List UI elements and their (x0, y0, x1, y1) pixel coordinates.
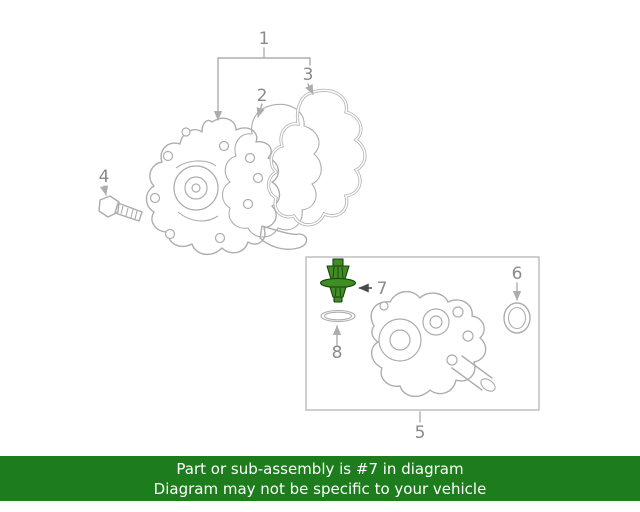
pump-bolt-hole (149, 192, 161, 204)
outer-gasket-drawing (266, 88, 367, 227)
gasket-2-outline (221, 103, 322, 238)
sub-assembly-box (305, 256, 540, 411)
pump-bolt-hole (164, 228, 176, 240)
o-ring-drawing (320, 309, 356, 323)
pump-bolt-hole (162, 150, 174, 162)
pump-detail-line (177, 211, 219, 222)
bolt-thread (134, 210, 138, 220)
callout-1-leader (213, 47, 311, 121)
housing-pipe-bottom (451, 367, 483, 391)
callout-2: 2 (257, 86, 268, 106)
seal-ring-drawing (503, 302, 531, 334)
bolt-thread (130, 209, 134, 218)
callout-3: 3 (303, 65, 314, 85)
exploded-parts-diagram: 1 2 3 4 5 6 7 8 (98, 29, 540, 443)
callout-5: 5 (415, 423, 426, 443)
bolt-drawing (98, 195, 143, 222)
housing-port-inner (389, 329, 411, 351)
housing-bolt-hole (462, 330, 474, 342)
pump-detail-line (175, 160, 217, 169)
water-pump-lower-tab (259, 225, 308, 250)
housing-pipe-top (461, 355, 493, 379)
thermostat-hatch (341, 266, 344, 279)
housing-boss-inner (429, 315, 443, 329)
thermostat-lower-cup (329, 286, 347, 298)
pump-bolt-hole (181, 127, 191, 137)
gasket-3-outline (266, 88, 367, 227)
pump-bolt-hole (252, 172, 264, 184)
water-pump-outline (145, 117, 281, 255)
gasket-3-outline-inner (267, 89, 366, 226)
thermostat-hatch (339, 287, 341, 297)
seal-outer (503, 302, 531, 334)
thermostat-stem (332, 258, 344, 267)
bolt-shaft (114, 202, 143, 222)
callout-7: 7 (377, 279, 388, 299)
o-ring-inner (323, 311, 353, 321)
water-pump-drawing (145, 117, 308, 255)
thermostat-hatch (332, 266, 335, 279)
pump-bolt-hole (242, 198, 254, 210)
callout-6: 6 (512, 264, 523, 284)
callout-1: 1 (259, 29, 270, 49)
thermostat-hatch (335, 287, 337, 297)
pump-hub-center (191, 183, 201, 193)
housing-bolt-hole (446, 354, 458, 366)
pump-gasket-drawing (221, 103, 322, 238)
notice-banner: Part or sub-assembly is #7 in diagram Di… (0, 456, 640, 501)
banner-line-2: Diagram may not be specific to your vehi… (153, 480, 487, 498)
leader-line-4 (99, 185, 109, 196)
bolt-head (98, 195, 120, 218)
leader-line-3 (305, 83, 314, 95)
housing-bolt-hole (379, 301, 389, 311)
thermostat-flange (319, 277, 357, 289)
pump-bolt-hole (214, 232, 226, 244)
bolt-thread (120, 205, 124, 215)
pump-bolt-hole (244, 152, 256, 164)
callout-4: 4 (99, 167, 110, 187)
housing-bolt-hole (452, 306, 464, 318)
highlighted-part-7-thermostat (319, 258, 357, 303)
pump-bolt-hole (218, 140, 230, 152)
o-ring-outer (320, 309, 356, 323)
bolt-thread (125, 207, 129, 217)
housing-pipe-end (480, 378, 496, 392)
thermostat-bottom-stub (333, 296, 343, 303)
thermostat-housing-drawing (370, 291, 496, 397)
housing-outline (370, 291, 487, 397)
seal-inner (507, 306, 527, 330)
leader-line-2 (256, 103, 265, 118)
callout-8: 8 (332, 343, 343, 363)
banner-line-1: Part or sub-assembly is #7 in diagram (176, 460, 464, 478)
leader-line-1-bracket (217, 47, 311, 66)
